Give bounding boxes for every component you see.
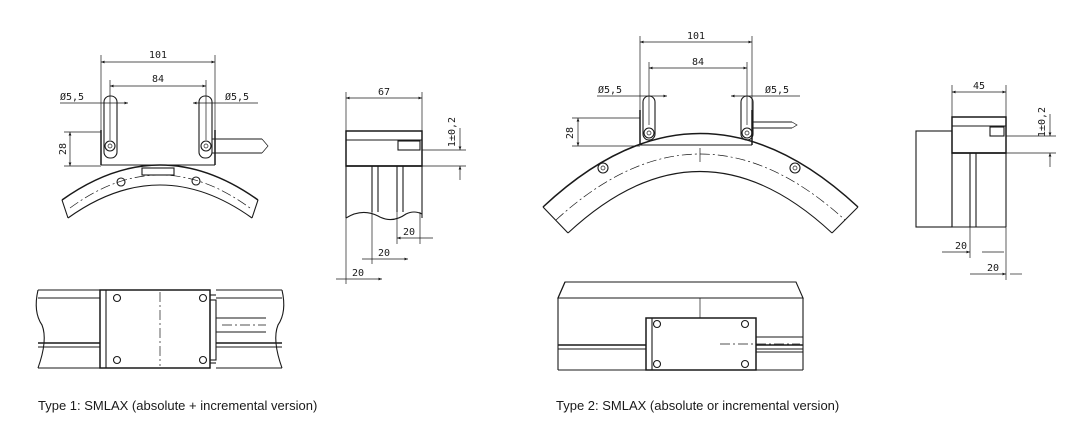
type2-side-view: 45 1±0,2 20 20 [915,81,1056,280]
type2-front-view: 101 84 Ø5,5 Ø5,5 28 [542,31,859,234]
hole-diameter-right: Ø5,5 [765,84,789,96]
mounting-hole-left [104,140,116,152]
dim-20-a-label: 20 [403,227,415,238]
dim-67-label: 67 [378,87,390,98]
gap-tolerance-label: 1±0,2 [447,117,458,147]
dim-20-a-label: 20 [955,241,967,252]
mounting-hole-right [741,127,753,139]
dim-101-label: 101 [149,50,167,61]
dim-20-b-label: 20 [987,263,999,274]
hole-diameter-left: Ø5,5 [598,84,622,96]
hole-diameter-right: Ø5,5 [225,91,249,103]
dim-84-label: 84 [152,74,164,85]
type1-caption: Type 1: SMLAX (absolute + incremental ve… [38,398,318,413]
mounting-hole-right [200,140,212,152]
gap-tolerance-label: 1±0,2 [1037,107,1048,137]
type2-caption: Type 2: SMLAX (absolute or incremental v… [556,398,840,413]
dim-28-label: 28 [58,143,69,155]
type1-front-view: 101 84 Ø5,5 Ø5,5 28 [58,50,269,219]
type2-top-view [557,281,804,371]
dim-20-b-label: 20 [378,248,390,259]
dim-28-label: 28 [565,127,576,139]
dim-84-label: 84 [692,57,704,68]
type1-side-view: 67 1±0,2 20 20 20 [336,87,466,284]
dim-101-label: 101 [687,31,705,42]
mounting-hole-left [643,127,655,139]
hole-diameter-left: Ø5,5 [60,91,84,103]
dim-45-label: 45 [973,81,985,92]
type1-top-view [35,289,285,369]
dim-20-c-label: 20 [352,268,364,279]
